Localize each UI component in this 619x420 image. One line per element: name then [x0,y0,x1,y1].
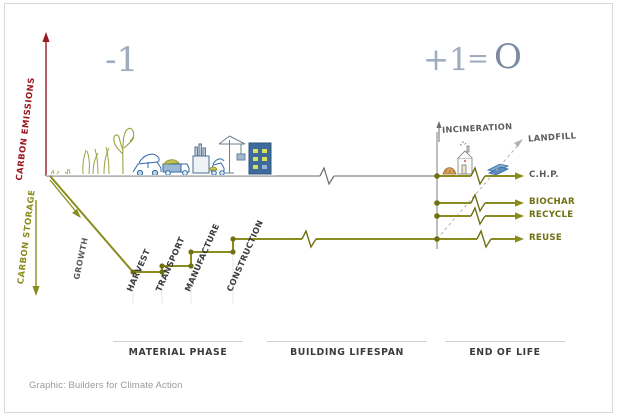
phase-rule-lifespan [267,341,427,342]
outcome-line-recycle [434,206,524,226]
outcome-label-recycle: RECYCLE [529,210,574,220]
net-zero-result: O [494,37,522,77]
outcome-label-chp: C.H.P. [529,170,559,180]
landfill-dashed-line [436,139,523,240]
outcome-label-reuse: REUSE [529,233,563,243]
phase-label-end-of-life: END OF LIFE [469,347,541,358]
minus-one-term: -1 [105,40,139,80]
outcome-line-reuse [434,229,524,249]
phase-rule-endoflife [445,341,565,342]
end-of-life-icons [442,141,510,176]
source-caption: Graphic: Builders for Climate Action [29,380,183,391]
lifecycle-diagram [32,32,524,304]
equals-sign: = [467,44,489,74]
figure-frame: -1 +1 = O CARBON EMISSIONS CARBON STORAG… [4,3,613,413]
phase-label-material-phase: MATERIAL PHASE [128,347,228,358]
landscape-illustration [46,127,275,177]
building-illustration [248,142,272,175]
plus-one-term: +1 [423,42,469,78]
phase-rule-material [113,341,243,342]
incineration-arrow [436,121,442,142]
storage-axis [32,200,40,296]
stage-tick-guides [132,256,234,304]
growth-arrow [49,179,81,218]
outcome-line-biochar [434,193,524,213]
emissions-axis [42,32,50,176]
storage-line-nodes [130,236,236,275]
outcome-line-chp [434,166,524,186]
outcome-label-biochar: BIOCHAR [529,197,575,207]
phase-label-building-lifespan: BUILDING LIFESPAN [290,347,404,358]
